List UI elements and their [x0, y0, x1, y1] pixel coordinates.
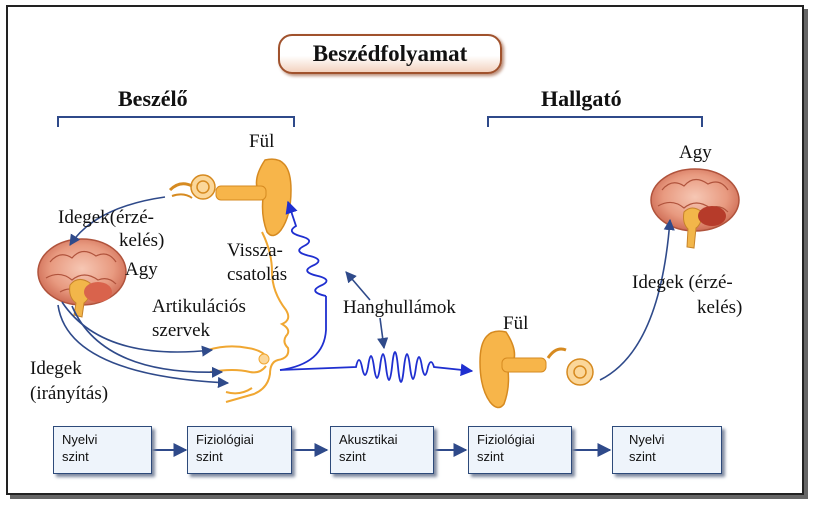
arrow-label-to-feedback	[345, 271, 371, 301]
label-brain-listener: Agy	[679, 142, 712, 163]
diagram-frame	[6, 5, 804, 495]
level-box-4-line1: Fiziológiai	[477, 432, 535, 447]
speaker-ear-icon	[168, 158, 292, 237]
listener-title: Hallgató	[541, 86, 622, 111]
label-articulation-1: Artikulációs	[152, 296, 246, 317]
arrow-label-to-wave	[377, 317, 389, 350]
level-box-4-line2: szint	[477, 449, 504, 464]
articulation-organs-icon	[207, 345, 269, 395]
speaker-brain-icon	[37, 238, 127, 318]
arrow-brain-to-articulation-1	[61, 301, 214, 357]
level-box-3-line1: Akusztikai	[339, 432, 398, 447]
level-box-5-line2: szint	[629, 449, 656, 464]
diagram-title-text: Beszédfolyamat	[312, 41, 468, 66]
level-box-3-line2: szint	[339, 449, 366, 464]
level-box-3: Akusztikai szint	[330, 426, 434, 474]
label-nerves-sensing-2: kelés)	[119, 230, 165, 251]
label-nerves-listener-2: kelés)	[697, 297, 743, 318]
diagram-title: Beszédfolyamat	[278, 34, 502, 74]
level-box-1-line1: Nyelvi	[62, 432, 98, 447]
arrow-listener-ear-to-brain	[599, 218, 675, 381]
label-feedback-1: Vissza-	[227, 240, 283, 261]
speaker-face-outline	[225, 231, 290, 403]
sound-wave	[279, 351, 474, 383]
label-nerves-sensing-1: Idegek(érzé-	[58, 207, 154, 228]
level-box-1: Nyelvi szint	[53, 426, 152, 474]
arrow-brain-to-articulation-3	[57, 304, 230, 389]
level-box-5-line1: Nyelvi	[629, 432, 665, 447]
listener-bracket	[487, 116, 703, 127]
arrow-brain-to-articulation-2	[71, 305, 224, 378]
arrow-ear-to-brain	[69, 196, 166, 246]
listener-brain-icon	[650, 168, 740, 249]
label-feedback-2: csatolás	[227, 264, 288, 285]
label-brain-speaker: Agy	[125, 259, 158, 280]
level-box-1-line2: szint	[62, 449, 89, 464]
level-box-2: Fiziológiai szint	[187, 426, 292, 474]
feedback-line	[279, 296, 327, 371]
level-box-4: Fiziológiai szint	[468, 426, 572, 474]
listener-ear-icon	[479, 330, 594, 409]
label-ear-listener: Fül	[503, 313, 529, 334]
label-nerves-control-2: (irányítás)	[30, 383, 109, 404]
speaker-bracket	[57, 116, 295, 127]
label-nerves-control-1: Idegek	[30, 358, 82, 379]
label-nerves-listener-1: Idegek (érzé-	[632, 272, 733, 293]
label-articulation-2: szervek	[152, 320, 211, 341]
label-sound-waves: Hanghullámok	[343, 297, 456, 318]
level-box-5: Nyelvi szint	[612, 426, 722, 474]
feedback-wave	[285, 200, 328, 297]
level-box-2-line1: Fiziológiai	[196, 432, 254, 447]
speaker-title: Beszélő	[118, 86, 188, 111]
level-box-2-line2: szint	[196, 449, 223, 464]
label-ear-speaker: Fül	[249, 131, 275, 152]
